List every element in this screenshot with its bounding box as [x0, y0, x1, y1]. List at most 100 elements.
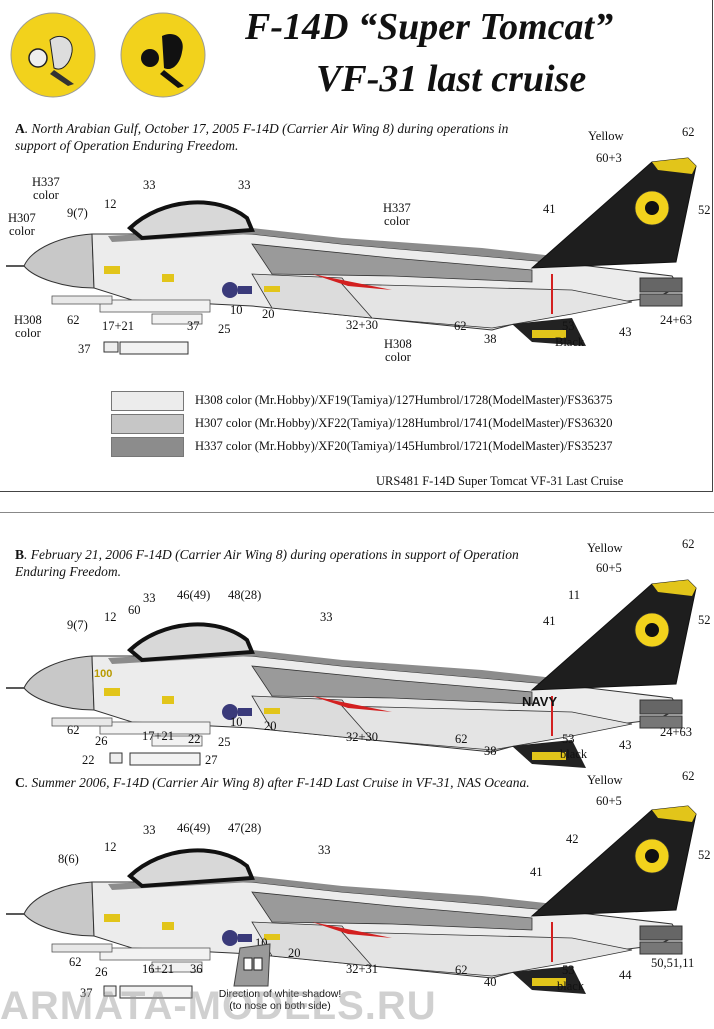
- label-b-27: 27: [205, 753, 218, 767]
- section-c-caption: C. Summer 2006, F-14D (Carrier Air Wing …: [15, 775, 530, 790]
- label-b-46-49: 46(49): [177, 588, 211, 602]
- label-b-black: black: [560, 747, 588, 761]
- label-c-8-6: 8(6): [58, 852, 79, 866]
- label-b-53: 53: [562, 732, 575, 746]
- label-c-41: 41: [530, 865, 543, 879]
- label-c-46-49: 46(49): [177, 821, 211, 835]
- label-a-62-top: 62: [682, 125, 695, 139]
- swatch-h307: [111, 414, 184, 434]
- label-c-37: 37: [80, 986, 93, 1000]
- label-a-black: Black: [555, 335, 585, 349]
- title-line-2: VF-31 last cruise: [316, 58, 587, 100]
- label-b-20: 20: [264, 719, 277, 733]
- label-c-black: black: [557, 979, 585, 993]
- label-b-22-a: 22: [188, 732, 201, 746]
- label-a-37: 37: [187, 319, 200, 333]
- label-a-24-63: 24+63: [660, 313, 693, 327]
- label-a-h337-mid: H337 color: [383, 201, 411, 228]
- label-a-33-b: 33: [238, 178, 251, 192]
- label-a-12: 12: [104, 197, 117, 211]
- label-a-62-left: 62: [67, 313, 80, 327]
- section-b-caption: B. February 21, 2006 F-14D (Carrier Air …: [15, 547, 519, 579]
- label-b-48-28: 48(28): [228, 588, 262, 602]
- label-c-16-21: 16+21: [142, 962, 175, 976]
- label-b-17-21: 17+21: [142, 729, 175, 743]
- label-a-20: 20: [262, 307, 275, 321]
- watermark: ARMATA-MODELS.RU: [0, 984, 437, 1028]
- label-a-9-7: 9(7): [67, 206, 88, 220]
- label-a-yellow: Yellow: [588, 129, 624, 143]
- navy-text-b: NAVY: [522, 694, 558, 709]
- label-b-62-bot: 62: [455, 732, 468, 746]
- label-b-11: 11: [568, 588, 581, 602]
- title-line-1: F-14D “Super Tomcat”: [245, 6, 614, 48]
- label-c-53: 53: [562, 963, 575, 977]
- label-c-44: 44: [619, 968, 632, 982]
- label-a-17-21: 17+21: [102, 319, 135, 333]
- section-separator: [0, 512, 714, 513]
- label-b-62-top: 62: [682, 537, 695, 551]
- label-b-10: 10: [230, 715, 243, 729]
- swatch-h337: [111, 437, 184, 457]
- label-c-62-left: 62: [69, 955, 82, 969]
- aircraft-profile-a: [4, 156, 698, 348]
- label-a-h337-left: H337 color: [32, 175, 60, 202]
- label-a-52: 52: [698, 203, 711, 217]
- label-c-12: 12: [104, 840, 117, 854]
- pylon-part-b: [109, 752, 201, 766]
- squadron-badge-right: [120, 12, 206, 98]
- label-b-41: 41: [543, 614, 556, 628]
- legend-h307-text: H307 color (Mr.Hobby)/XF22(Tamiya)/128Hu…: [195, 416, 613, 430]
- label-a-10: 10: [230, 303, 243, 317]
- modex-b: 100: [94, 668, 113, 680]
- label-b-25: 25: [218, 735, 231, 749]
- label-c-33-b: 33: [318, 843, 331, 857]
- label-c-yellow: Yellow: [587, 773, 623, 787]
- label-c-26: 26: [95, 965, 108, 979]
- label-b-60: 60: [128, 603, 141, 617]
- label-a-32-30: 32+30: [346, 318, 379, 332]
- pylon-part-a: [103, 341, 189, 355]
- label-c-33-a: 33: [143, 823, 156, 837]
- label-c-20: 20: [288, 946, 301, 960]
- aircraft-profile-b: [4, 578, 698, 770]
- label-b-62-left: 62: [67, 723, 80, 737]
- label-a-60-3: 60+3: [596, 151, 622, 165]
- label-c-62-bot: 62: [455, 963, 468, 977]
- label-b-32-30: 32+30: [346, 730, 379, 744]
- label-c-52: 52: [698, 848, 711, 862]
- label-b-33-a: 33: [143, 591, 156, 605]
- label-c-50-51-11: 50,51,11: [651, 956, 695, 970]
- label-b-33-b: 33: [320, 610, 333, 624]
- label-c-47-28: 47(28): [228, 821, 262, 835]
- legend-h308-text: H308 color (Mr.Hobby)/XF19(Tamiya)/127Hu…: [195, 393, 613, 407]
- label-b-38: 38: [484, 744, 497, 758]
- label-c-42: 42: [566, 832, 579, 846]
- label-c-62-top: 62: [682, 769, 695, 783]
- label-a-41: 41: [543, 202, 556, 216]
- label-a-62-bot: 62: [454, 319, 467, 333]
- label-b-22-b: 22: [82, 753, 95, 767]
- label-b-60-5: 60+5: [596, 561, 622, 575]
- label-c-36: 36: [190, 962, 203, 976]
- swatch-h308: [111, 391, 184, 411]
- squadron-badge-left: [10, 12, 96, 98]
- label-b-52: 52: [698, 613, 711, 627]
- label-c-32-31: 32+31: [346, 962, 379, 976]
- label-b-12: 12: [104, 610, 117, 624]
- label-b-yellow: Yellow: [587, 541, 623, 555]
- label-c-40: 40: [484, 975, 497, 989]
- label-c-60-5: 60+5: [596, 794, 622, 808]
- label-b-9-7: 9(7): [67, 618, 88, 632]
- label-a-33-a: 33: [143, 178, 156, 192]
- label-a-h308-mid: H308 color: [384, 337, 412, 364]
- pylon-part-c: [103, 985, 193, 999]
- label-a-43: 43: [619, 325, 632, 339]
- label-b-43: 43: [619, 738, 632, 752]
- label-a-38: 38: [484, 332, 497, 346]
- label-a-25: 25: [218, 322, 231, 336]
- white-shadow-note: Direction of white shadow! (to nose on b…: [218, 988, 342, 1012]
- shadow-direction-diagram: [233, 943, 271, 987]
- product-note: URS481 F-14D Super Tomcat VF-31 Last Cru…: [376, 474, 624, 488]
- label-a-53: 53: [562, 319, 575, 333]
